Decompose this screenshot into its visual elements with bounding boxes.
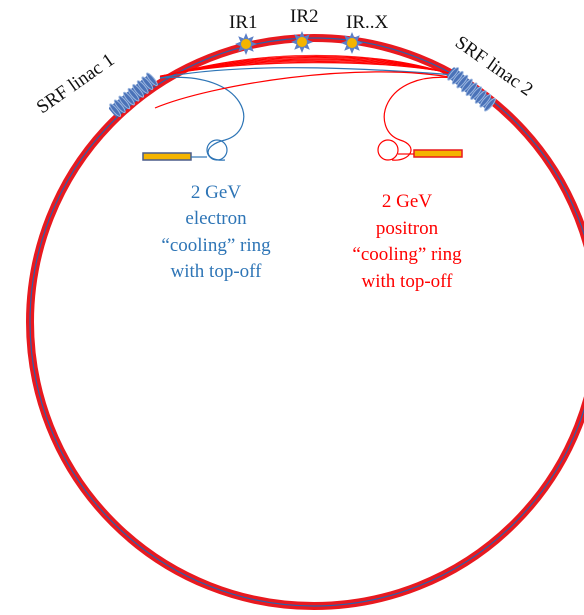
linac-cell	[456, 74, 469, 89]
linac-cell	[146, 72, 158, 87]
linac-cell	[461, 78, 473, 93]
ir1-star-icon	[235, 33, 257, 55]
svg-text:2 GeV: 2 GeV	[191, 182, 241, 203]
main-collider-ring	[26, 34, 584, 610]
svg-text:positron: positron	[376, 218, 439, 239]
linac-cell	[470, 86, 483, 100]
irx-star-icon	[341, 32, 363, 54]
electron-transfer-line	[159, 67, 456, 161]
linac-cell	[447, 67, 460, 81]
ir2-label: IR2	[290, 6, 319, 27]
linac-cell	[113, 99, 126, 114]
svg-text:with top-off: with top-off	[362, 271, 454, 292]
linac-cell	[479, 94, 492, 108]
electron-ring-caption: 2 GeV electron “cooling” ring with top-o…	[161, 182, 271, 282]
linac-cell	[141, 76, 154, 90]
injector-bar-icon	[142, 152, 192, 161]
transfer-lines	[159, 54, 456, 79]
positron-transfer-line	[154, 71, 456, 161]
linac-cell	[127, 87, 140, 102]
svg-text:electron: electron	[185, 208, 247, 229]
svg-text:“cooling” ring: “cooling” ring	[352, 244, 462, 265]
linac-cell	[123, 91, 135, 106]
svg-text:“cooling” ring: “cooling” ring	[161, 235, 271, 256]
svg-text:2 GeV: 2 GeV	[382, 191, 432, 212]
electron-cooling-ring-loop	[206, 139, 228, 161]
srf-linac-2-cavity-icon	[447, 67, 496, 112]
ir1-label: IR1	[229, 12, 258, 33]
linac-cell	[474, 90, 487, 104]
svg-text:with top-off: with top-off	[171, 261, 263, 282]
injector-bar-icon	[413, 149, 463, 158]
transfer-line-strand	[159, 62, 456, 77]
linac-cell	[132, 84, 145, 98]
linac-cell	[465, 82, 478, 97]
linac-cell	[109, 103, 122, 117]
irx-label: IR..X	[346, 12, 389, 33]
positron-ring-caption: 2 GeV positron “cooling” ring with top-o…	[352, 191, 462, 292]
linac-cell	[136, 80, 149, 94]
srf-linac-1-label: SRF linac 1	[33, 49, 119, 118]
srf-linac-1-cavity-icon	[109, 72, 158, 117]
linac-cell	[484, 97, 496, 112]
positron-cooling-ring-loop	[377, 139, 399, 161]
ir2-star-icon	[291, 31, 313, 53]
